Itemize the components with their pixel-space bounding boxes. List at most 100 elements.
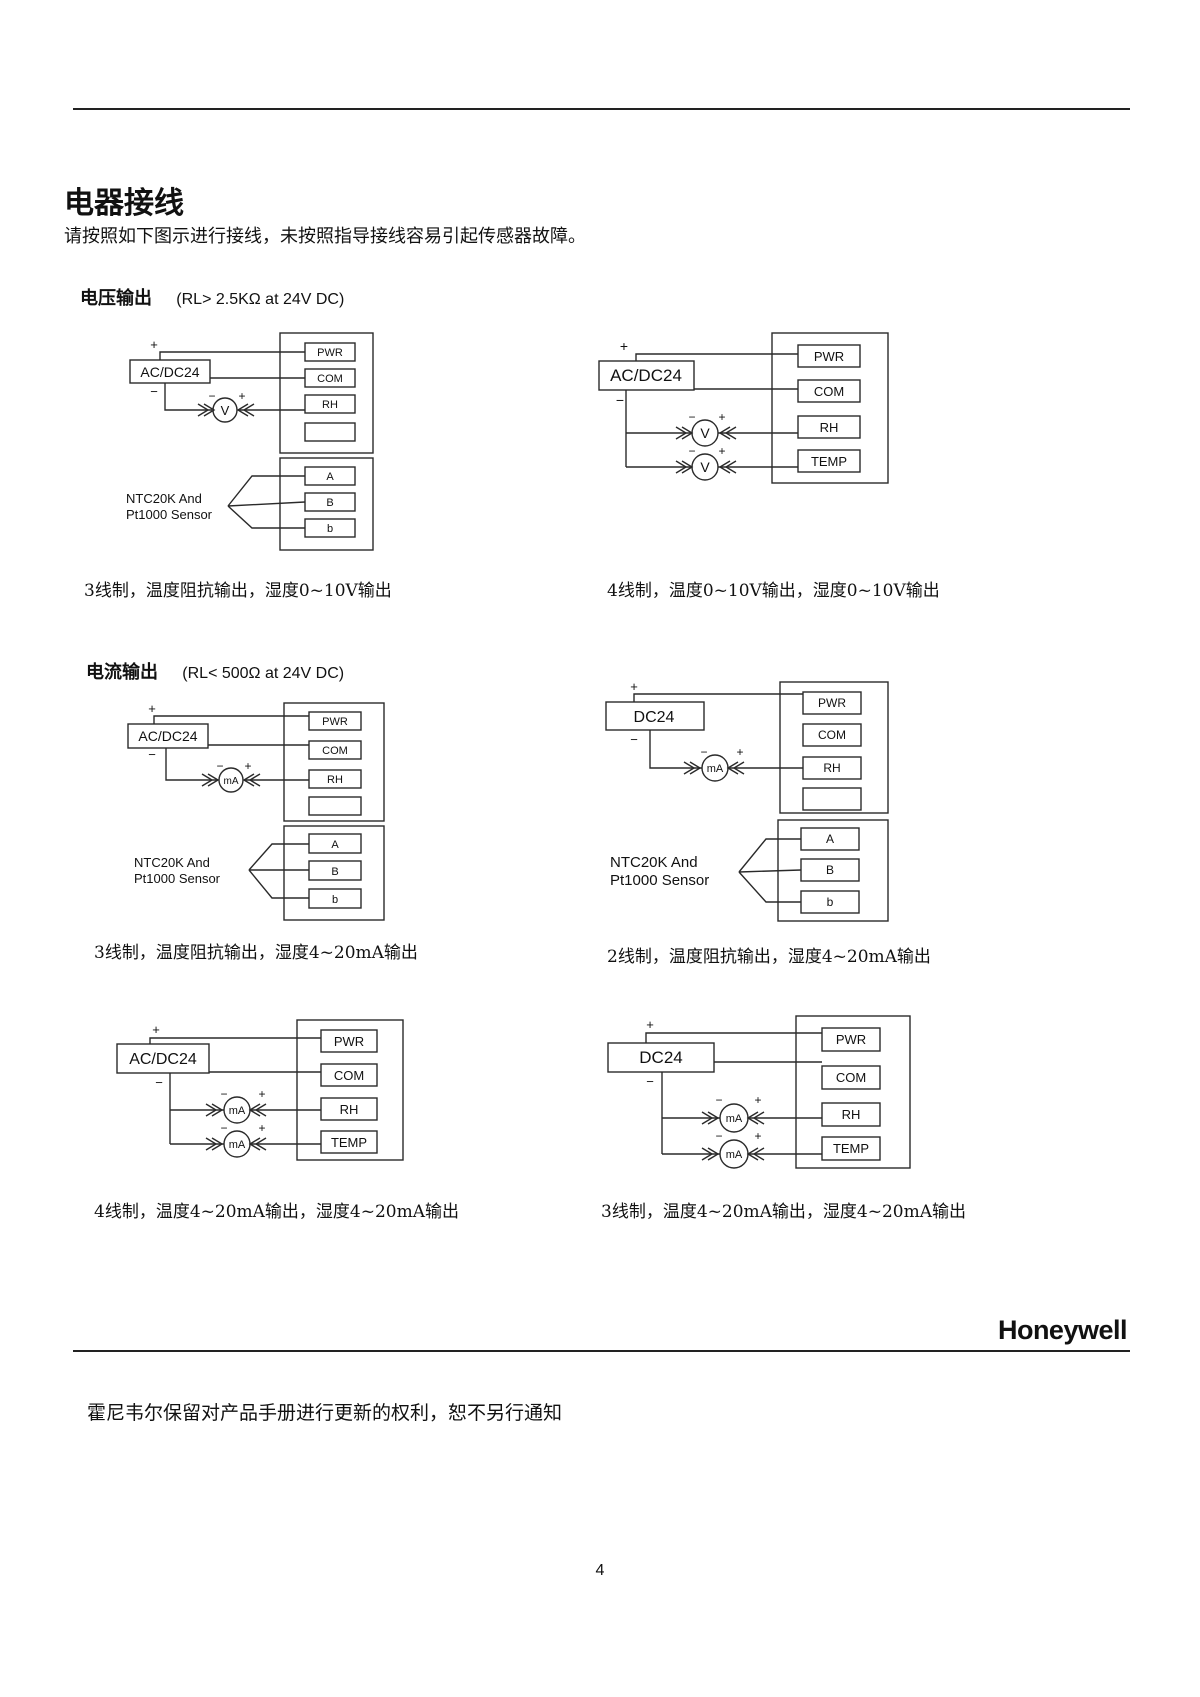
caption-d2: 4线制，温度0~10V输出，湿度0~10V输出	[607, 581, 940, 601]
terminal-b-upper: B	[331, 866, 338, 878]
diagram-4wire-voltage: PWR COM RH TEMP AC/DC24 V V + − − + − +	[598, 332, 889, 484]
terminal-pwr: PWR	[334, 1034, 364, 1049]
diagram-4wire-current: PWR COM RH TEMP AC/DC24 mA mA + − − + − …	[116, 1019, 404, 1161]
plus-sign: +	[150, 337, 158, 352]
terminal-com: COM	[317, 373, 343, 385]
intro-text: 请按照如下图示进行接线，未按照指导接线容易引起传感器故障。	[64, 226, 586, 247]
meter-plus-sign: +	[736, 745, 743, 759]
meter-minus-sign: −	[700, 745, 707, 759]
diagram-3wire-voltage: PWR COM RH A B b AC/DC24 V + − − + NTC20…	[126, 332, 374, 551]
meter2-minus-sign: −	[220, 1121, 227, 1135]
plus-sign: +	[646, 1017, 654, 1032]
supply-label: AC/DC24	[138, 728, 197, 744]
supply-label: AC/DC24	[129, 1051, 197, 1068]
terminal-rh: RH	[820, 420, 839, 435]
plus-sign: +	[620, 338, 628, 354]
terminal-temp: TEMP	[331, 1135, 367, 1150]
caption-d4: 2线制，温度阻抗输出，湿度4~20mA输出	[607, 947, 931, 967]
meter-minus-sign: −	[216, 759, 223, 773]
minus-sign: −	[155, 1075, 163, 1090]
minus-sign: −	[630, 732, 638, 747]
meter-plus-sign: +	[238, 389, 245, 403]
ammeter-label-temp: mA	[229, 1139, 246, 1151]
voltmeter-label-rh: V	[700, 425, 710, 441]
terminal-a: A	[826, 832, 834, 846]
voltage-section-header: 电压输出 (RL> 2.5KΩ at 24V DC)	[80, 284, 344, 310]
terminal-rh: RH	[327, 774, 343, 786]
meter2-minus-sign: −	[688, 444, 695, 458]
terminal-pwr: PWR	[836, 1032, 866, 1047]
sensor-label-line2: Pt1000 Sensor	[134, 871, 221, 886]
meter2-plus-sign: +	[258, 1121, 265, 1135]
terminal-com: COM	[818, 728, 846, 742]
terminal-com: COM	[836, 1070, 866, 1085]
supply-label: DC24	[634, 709, 675, 726]
page-number: 4	[595, 1562, 605, 1579]
terminal-com: COM	[322, 745, 348, 757]
terminal-b-upper: B	[326, 497, 333, 509]
terminal-b-lower: b	[327, 523, 333, 535]
caption-d1: 3线制，温度阻抗输出，湿度0~10V输出	[84, 581, 392, 601]
meter-plus-sign: +	[718, 410, 725, 424]
diagram-2wire-current: PWR COM RH A B b DC24 mA + − − + NTC20K …	[605, 679, 889, 922]
honeywell-logo: Honeywell	[997, 1315, 1128, 1345]
plus-sign: +	[148, 701, 156, 716]
voltage-section-note: (RL> 2.5KΩ at 24V DC)	[176, 291, 345, 308]
supply-label: AC/DC24	[140, 364, 199, 380]
terminal-rh: RH	[340, 1102, 359, 1117]
terminal-pwr: PWR	[818, 696, 846, 710]
terminal-pwr: PWR	[317, 347, 343, 359]
current-section-header: 电流输出 (RL< 500Ω at 24V DC)	[86, 658, 344, 684]
terminal-b-upper: B	[826, 863, 834, 877]
minus-sign: −	[150, 384, 158, 399]
plus-sign: +	[630, 679, 638, 694]
terminal-b-lower: b	[827, 895, 834, 909]
footer-notice: 霍尼韦尔保留对产品手册进行更新的权利，恕不另行通知	[87, 1402, 563, 1424]
meter-minus-sign: −	[715, 1093, 722, 1107]
terminal-a: A	[326, 471, 334, 483]
voltmeter-label: V	[221, 403, 230, 418]
minus-sign: −	[148, 747, 156, 762]
sensor-label-line2: Pt1000 Sensor	[610, 872, 709, 889]
sensor-label-line1: NTC20K And	[610, 854, 698, 871]
meter-plus-sign: +	[754, 1093, 761, 1107]
terminal-temp: TEMP	[811, 454, 847, 469]
terminal-rh: RH	[842, 1107, 861, 1122]
current-section-note: (RL< 500Ω at 24V DC)	[182, 665, 345, 682]
header-rule	[73, 108, 1130, 110]
diagram-3wire-current-temp: PWR COM RH TEMP DC24 mA mA + − − + − +	[607, 1015, 911, 1169]
minus-sign: −	[616, 392, 624, 408]
ammeter-label-rh: mA	[229, 1105, 246, 1117]
caption-d5: 4线制，温度4~20mA输出，湿度4~20mA输出	[94, 1202, 459, 1222]
voltmeter-label-temp: V	[700, 459, 710, 475]
caption-d6: 3线制，温度4~20mA输出，湿度4~20mA输出	[601, 1202, 966, 1222]
meter2-plus-sign: +	[718, 444, 725, 458]
terminal-pwr: PWR	[814, 349, 844, 364]
minus-sign: −	[646, 1074, 654, 1089]
terminal-com: COM	[334, 1068, 364, 1083]
ammeter-label-rh: mA	[726, 1113, 743, 1125]
caption-d3: 3线制，温度阻抗输出，湿度4~20mA输出	[94, 943, 418, 963]
meter-plus-sign: +	[258, 1087, 265, 1101]
supply-label: DC24	[639, 1048, 682, 1067]
plus-sign: +	[152, 1022, 160, 1037]
terminal-rh: RH	[322, 399, 338, 411]
diagram-3wire-current: PWR COM RH A B b AC/DC24 mA + − − + NTC2…	[127, 701, 385, 921]
terminal-pwr: PWR	[322, 716, 348, 728]
supply-label: AC/DC24	[610, 366, 682, 385]
sensor-label-line2: Pt1000 Sensor	[126, 507, 213, 522]
ammeter-label-temp: mA	[726, 1149, 743, 1161]
sensor-label-line1: NTC20K And	[126, 491, 202, 506]
current-section-label: 电流输出	[86, 662, 158, 683]
ammeter-label: mA	[224, 776, 239, 787]
terminal-a: A	[331, 839, 339, 851]
meter-minus-sign: −	[208, 389, 215, 403]
meter2-plus-sign: +	[754, 1129, 761, 1143]
meter2-minus-sign: −	[715, 1129, 722, 1143]
meter-minus-sign: −	[220, 1087, 227, 1101]
page-title: 电器接线	[64, 186, 184, 221]
terminal-b-lower: b	[332, 894, 338, 906]
sensor-label-line1: NTC20K And	[134, 855, 210, 870]
footer-rule	[73, 1350, 1130, 1352]
terminal-com: COM	[814, 384, 844, 399]
